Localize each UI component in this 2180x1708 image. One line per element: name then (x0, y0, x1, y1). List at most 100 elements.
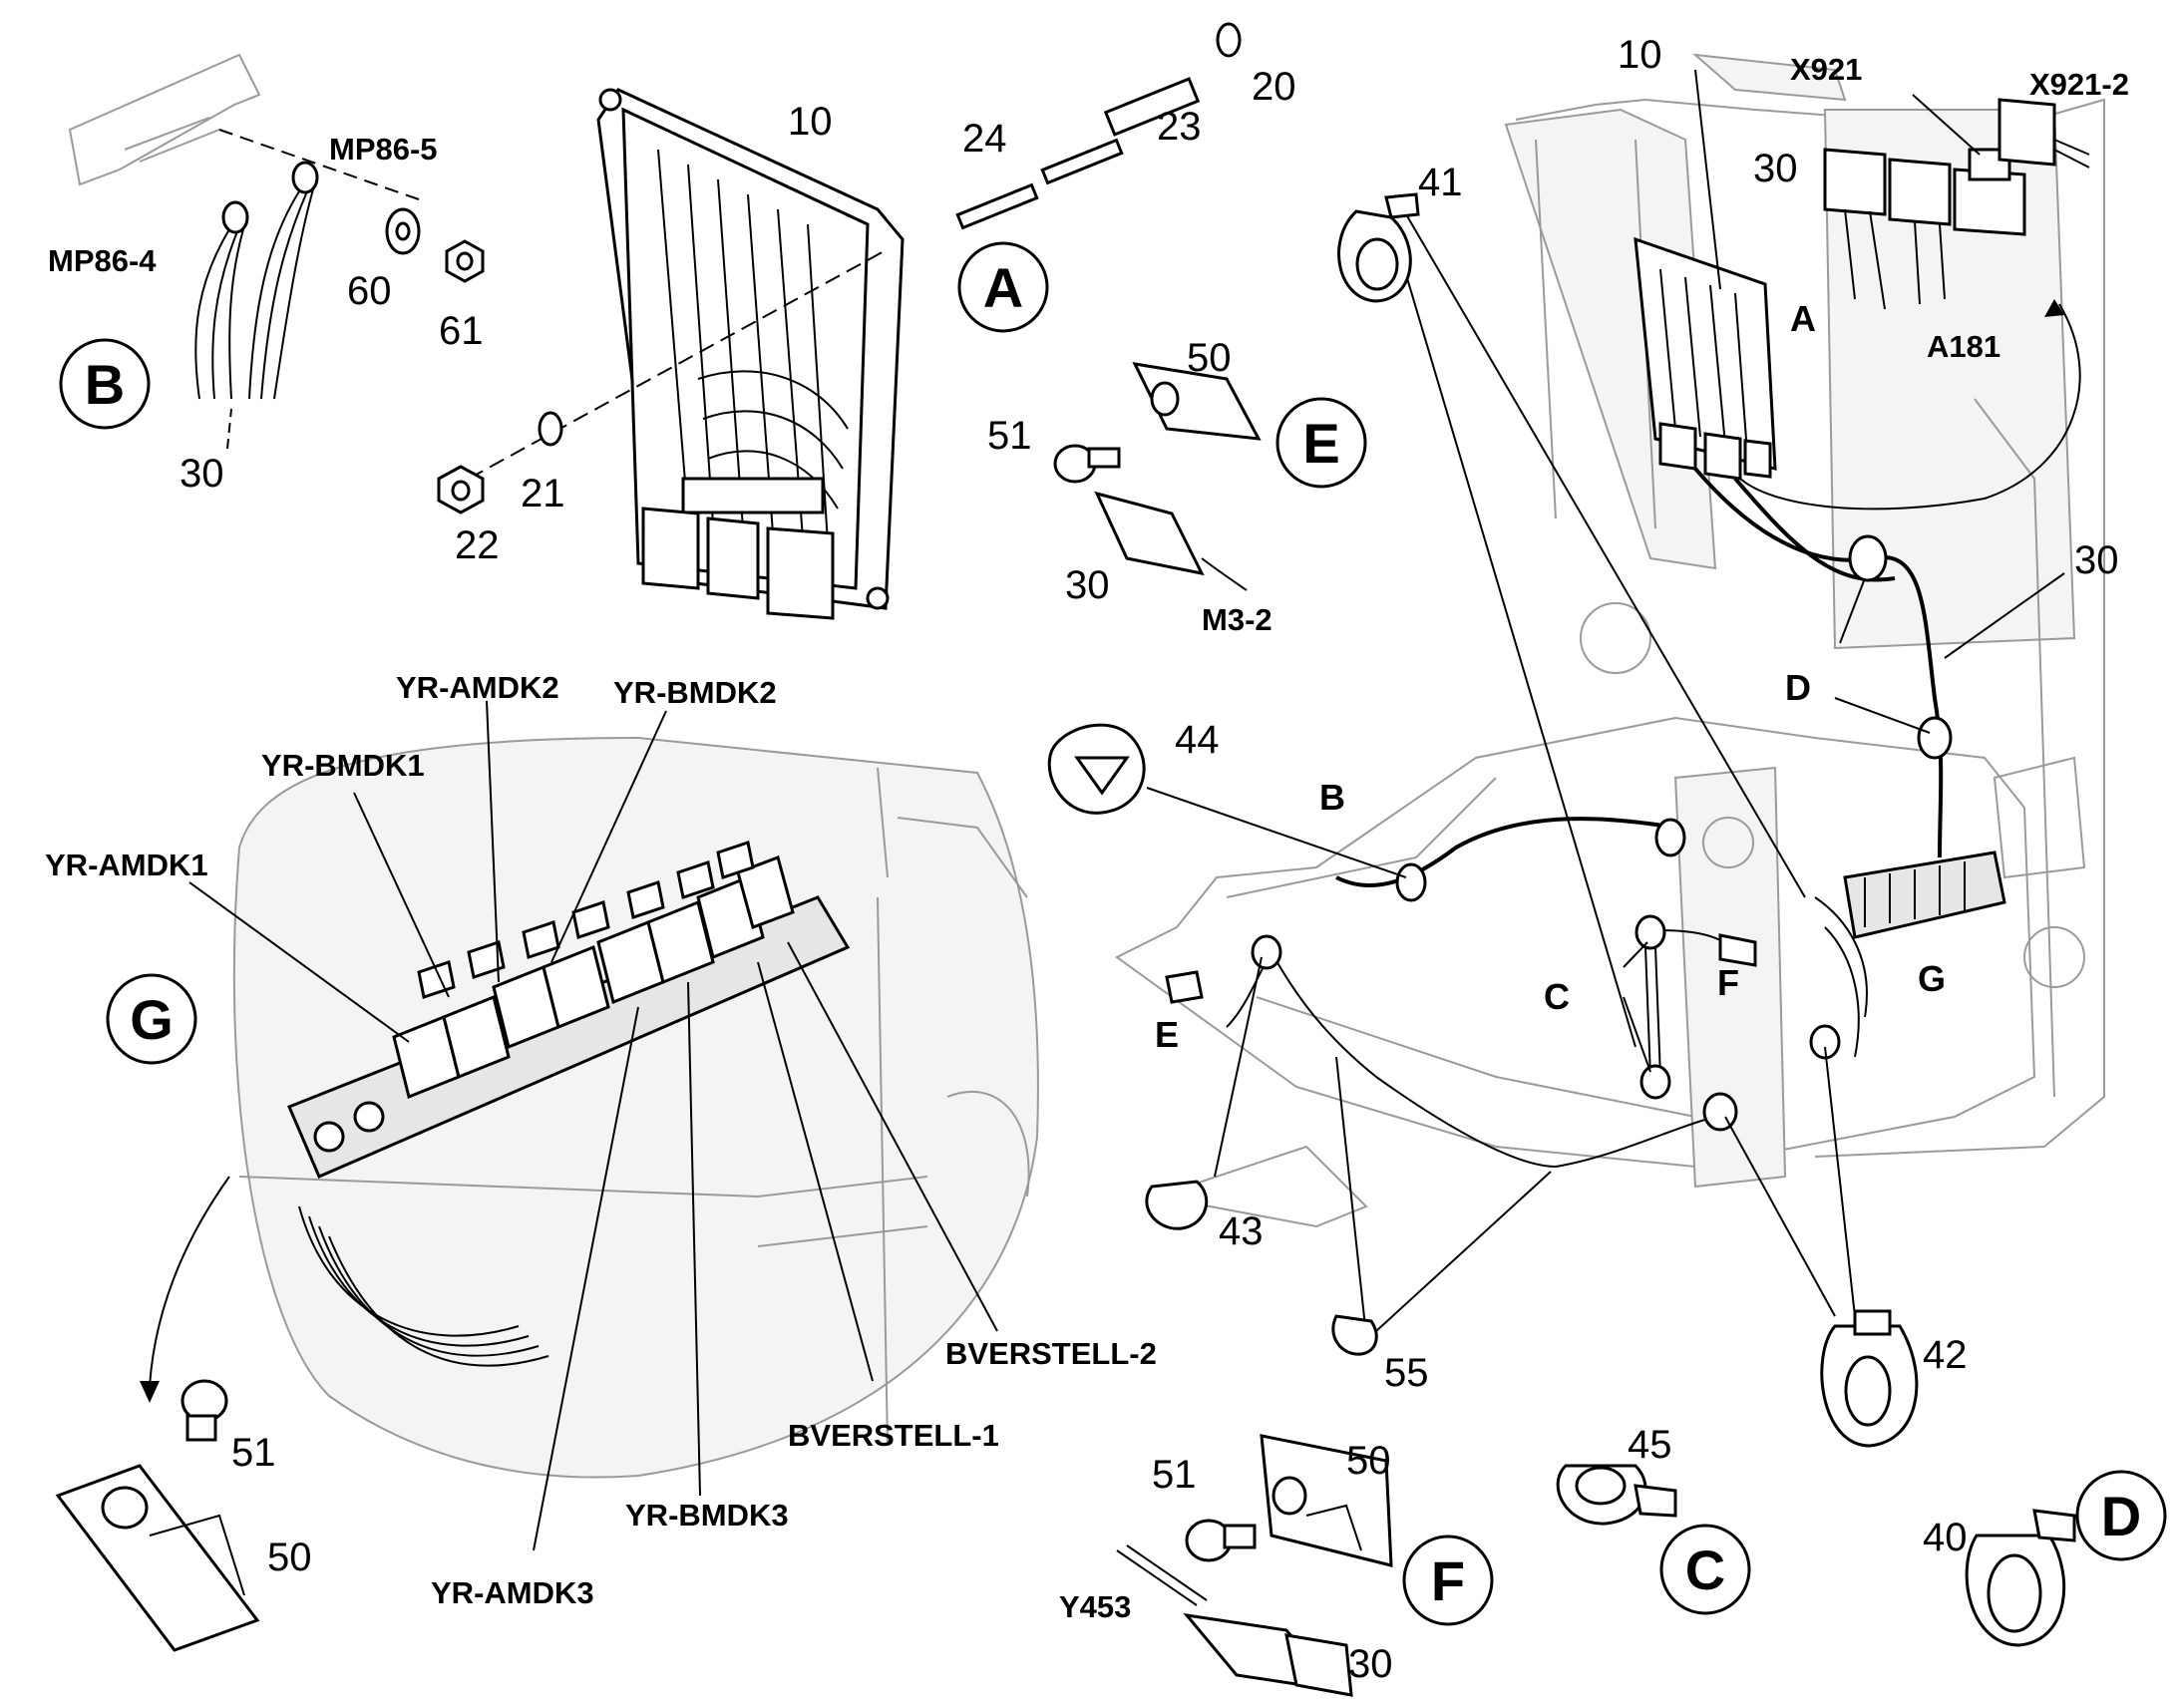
base-bracket (1153, 1145, 1368, 1228)
detail-letter-d: D (2101, 1485, 2141, 1547)
terminal-caps (417, 841, 755, 999)
inline-point-d: D (1785, 667, 1811, 708)
label-51-e: 51 (987, 414, 1032, 458)
bracket-studs (124, 117, 220, 163)
pin-24 (955, 182, 1039, 230)
label-22: 22 (455, 523, 500, 567)
bolt-axis-line (468, 248, 889, 480)
label-24: 24 (962, 117, 1007, 161)
inline-point-f: F (1717, 962, 1739, 1003)
label-mp86-4: MP86-4 (48, 243, 157, 278)
leader-bverstell-2 (787, 941, 998, 1332)
strap-wires-2 (248, 188, 314, 400)
label-yr-amdk3: YR-AMDK3 (431, 1575, 594, 1610)
detail-circle-b (59, 338, 151, 430)
leader-41 (1390, 223, 1636, 1048)
detail-circle-g (106, 973, 197, 1065)
leader-yr-amdk2 (486, 700, 500, 983)
grommet-b (1395, 862, 1427, 902)
leader-c-b (1623, 996, 1651, 1073)
leader-55-b (1375, 1171, 1552, 1332)
label-30-e: 30 (1065, 563, 1110, 607)
clip-50-f (1260, 1434, 1393, 1567)
inline-point-a: A (1790, 298, 1816, 339)
top-rail (1691, 53, 1847, 102)
detail-b-ground-straps: B MP86-4 MP86-5 60 61 30 (48, 53, 485, 496)
spacer-tube-23 (1103, 77, 1201, 137)
g-wire-bundle (298, 1205, 549, 1367)
label-10-a: 10 (788, 100, 833, 144)
zoom-circle-g (232, 736, 1039, 1479)
leader-42-a (1724, 1116, 1836, 1317)
relay-base-1 (1823, 148, 1887, 216)
detail-a-ecu: A 10 24 23 20 21 22 (437, 22, 1296, 620)
label-30-r: 30 (2074, 538, 2119, 582)
detail-letter-e: E (1302, 412, 1339, 475)
detail-letter-g: G (130, 988, 174, 1051)
label-x921: X921 (1790, 52, 1862, 87)
label-30-relay: 30 (1753, 147, 1798, 190)
ecu-cooling-fins (657, 149, 829, 544)
ecu-connector-2 (706, 516, 760, 600)
clip-50-g (55, 1464, 260, 1652)
label-y453: Y453 (1059, 1589, 1131, 1624)
leader-10-r (1694, 69, 1721, 290)
a181-arrow-curve (1739, 303, 2081, 511)
mounting-bracket (68, 53, 261, 186)
back-plate (1823, 109, 2076, 650)
detail-e-clip-connector: E 50 51 30 M3-2 (987, 336, 1367, 637)
ecu-mount-hole-2 (866, 586, 890, 610)
label-50-e: 50 (1187, 336, 1232, 380)
washer-21 (538, 411, 563, 447)
ecu-mount-hole-1 (598, 88, 622, 112)
label-44: 44 (1175, 718, 1220, 762)
detail-circle-e (1275, 397, 1367, 489)
inline-point-c: C (1544, 976, 1570, 1017)
ecu-fin-curves (697, 370, 849, 510)
ring-terminal-mp86-4 (221, 200, 249, 234)
leader-55-a (1335, 1056, 1367, 1337)
leader-yr-bmdk3 (687, 981, 701, 1497)
label-bverstell-2: BVERSTELL-2 (945, 1336, 1157, 1371)
label-m3-2: M3-2 (1202, 602, 1272, 637)
leader-44 (1146, 787, 1407, 878)
ecu-label-plate (681, 477, 825, 514)
detail-circle-c (1659, 1524, 1751, 1615)
harness-lower-run (1271, 951, 1716, 1169)
label-a181: A181 (1927, 329, 2000, 364)
g-arrow-curve (149, 1176, 230, 1387)
center-pillar (1673, 766, 1787, 1189)
label-61: 61 (439, 309, 484, 353)
label-30-f: 30 (1348, 1642, 1393, 1686)
grommet-d-lower (1917, 716, 1953, 760)
inline-point-b: B (1319, 777, 1345, 818)
clamp-43 (1145, 1180, 1209, 1230)
ecu-connector-1 (641, 507, 700, 590)
detail-g-terminal-zoom: G YR-AMDK2 YR-BMDK2 YR-BMDK1 YR-AMDK1 BV… (45, 670, 1157, 1652)
base-frame (1115, 716, 2036, 1169)
label-yr-bmdk3: YR-BMDK3 (625, 1498, 789, 1533)
tie-55 (1331, 1314, 1378, 1356)
label-10-r: 10 (1618, 33, 1662, 77)
leader-yr-amdk1 (188, 881, 410, 1043)
detail-f-clip-connector: F 50 51 Y453 30 (1059, 1434, 1494, 1697)
strap-wires-1 (194, 228, 244, 400)
label-bverstell-1: BVERSTELL-1 (788, 1418, 999, 1453)
terminal-screw-2 (353, 1101, 385, 1133)
relay-x921-2 (1998, 98, 2056, 167)
stud-axis-line (218, 129, 420, 200)
label-51-f: 51 (1152, 1453, 1197, 1497)
leader-yr-bmdk2 (550, 710, 667, 963)
label-x921-2: X921-2 (2029, 67, 2129, 102)
leader-d-b (1834, 697, 1931, 734)
inline-point-e: E (1155, 1014, 1179, 1055)
leader-d-a (1839, 577, 1866, 644)
relay-wires (1844, 139, 2090, 310)
harness-30-main (1693, 467, 1944, 858)
detail-letter-a: A (983, 256, 1023, 319)
ring-terminal-mp86-5 (291, 161, 319, 194)
clamp-c-lower (1639, 1064, 1671, 1100)
label-50-f: 50 (1346, 1439, 1391, 1483)
connector-e-frame (1165, 970, 1204, 1004)
